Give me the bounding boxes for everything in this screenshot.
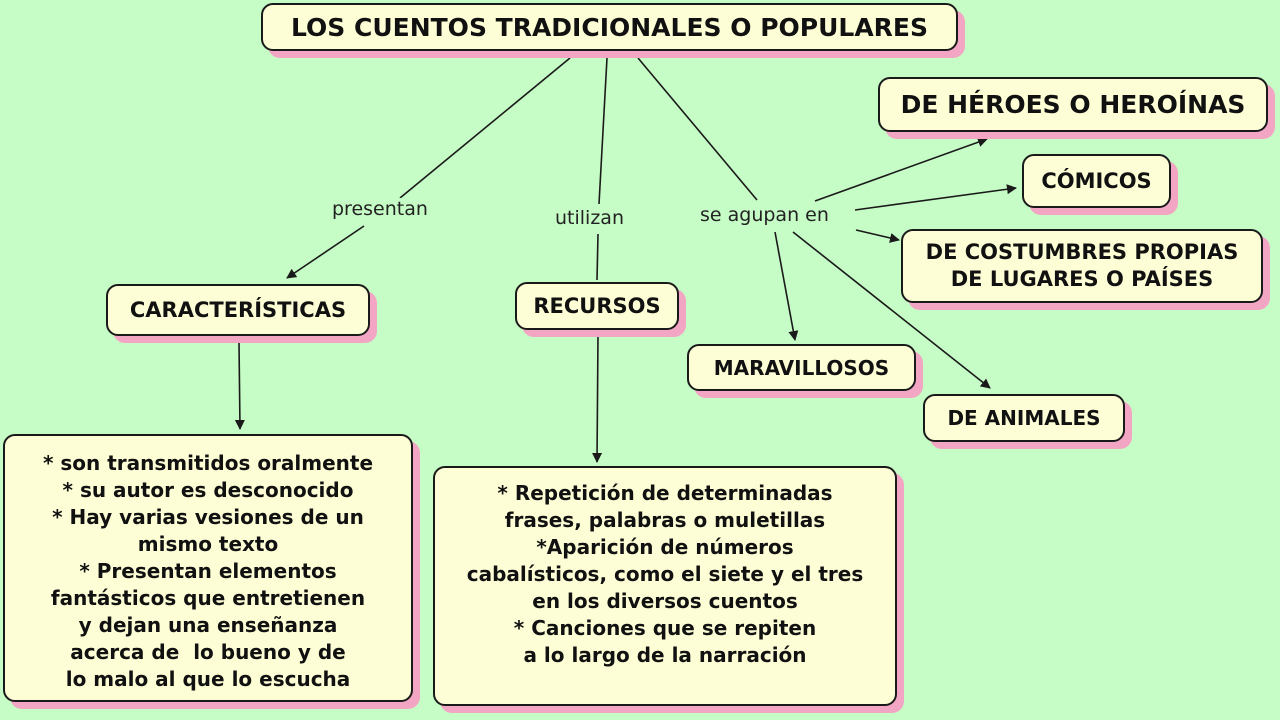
node-heroes-label: DE HÉROES O HEROÍNAS: [900, 90, 1246, 119]
edge-presentan-caracteristicas: [286, 225, 365, 279]
edge-title-presentan: [399, 57, 571, 199]
edge-agrupan-heroes: [814, 137, 988, 202]
list-item: frases, palabras o muletillas: [504, 508, 826, 532]
list-item: y dejan una enseñanza: [78, 612, 338, 637]
node-recursos-label: RECURSOS: [533, 294, 661, 318]
node-caracteristicas: CARACTERÍSTICAS: [106, 284, 370, 336]
list-item: a lo largo de la narración: [523, 643, 807, 667]
list-item: * Repetición de determinadas: [497, 481, 833, 505]
list-item: * Canciones que se repiten: [513, 616, 817, 640]
main-topic-label: LOS CUENTOS TRADICIONALES O POPULARES: [290, 12, 929, 42]
list-item: lo malo al que lo escucha: [65, 666, 351, 691]
recursos-list-box: * Repetición de determinadas frases, pal…: [433, 466, 897, 706]
node-comicos-label: CÓMICOS: [1041, 169, 1152, 193]
node-animales-label: DE ANIMALES: [947, 406, 1101, 430]
link-label-utilizan: utilizan: [551, 207, 628, 229]
list-item: * son transmitidos oralmente: [42, 450, 374, 475]
list-item: mismo texto: [137, 531, 279, 556]
list-item: acerca de lo bueno y de: [70, 639, 346, 664]
list-item: en los diversos cuentos: [532, 589, 798, 613]
edge-agrupan-animales: [792, 231, 991, 389]
list-item: *Aparición de números: [536, 535, 794, 559]
caracteristicas-list-box: * son transmitidos oralmente * su autor …: [3, 434, 413, 702]
list-item: * su autor es desconocido: [62, 477, 354, 502]
edge-title-agrupan: [637, 57, 758, 201]
edge-caracteristicas-list: [234, 341, 245, 430]
list-item: cabalísticos, como el siete y el tres: [466, 562, 864, 586]
node-costumbres-line: DE LUGARES O PAÍSES: [950, 267, 1214, 291]
node-heroes: DE HÉROES O HEROÍNAS: [878, 77, 1268, 132]
edge-utilizan-recursos: [596, 233, 599, 281]
link-label-agrupan: se agupan en: [696, 204, 833, 226]
node-caracteristicas-label: CARACTERÍSTICAS: [129, 298, 347, 322]
node-recursos: RECURSOS: [515, 282, 679, 330]
edge-agrupan-costumbres: [855, 229, 900, 243]
edge-title-utilizan: [598, 57, 608, 205]
node-maravillosos-label: MARAVILLOSOS: [713, 355, 890, 380]
list-item: * Hay varias vesiones de un: [52, 504, 364, 529]
node-comicos: CÓMICOS: [1022, 154, 1171, 208]
node-animales: DE ANIMALES: [923, 394, 1125, 442]
list-item: * Presentan elementos: [79, 558, 337, 583]
link-label-presentan: presentan: [328, 198, 432, 220]
node-costumbres-line: DE COSTUMBRES PROPIAS: [925, 240, 1239, 264]
edge-agrupan-comicos: [854, 184, 1017, 211]
edge-agrupan-maravillosos: [774, 231, 799, 341]
list-item: fantásticos que entretienen: [50, 585, 366, 610]
edge-recursos-list: [592, 334, 603, 463]
node-maravillosos: MARAVILLOSOS: [687, 344, 916, 391]
main-topic-node: LOS CUENTOS TRADICIONALES O POPULARES: [261, 3, 958, 51]
node-costumbres: DE COSTUMBRES PROPIAS DE LUGARES O PAÍSE…: [901, 229, 1263, 303]
